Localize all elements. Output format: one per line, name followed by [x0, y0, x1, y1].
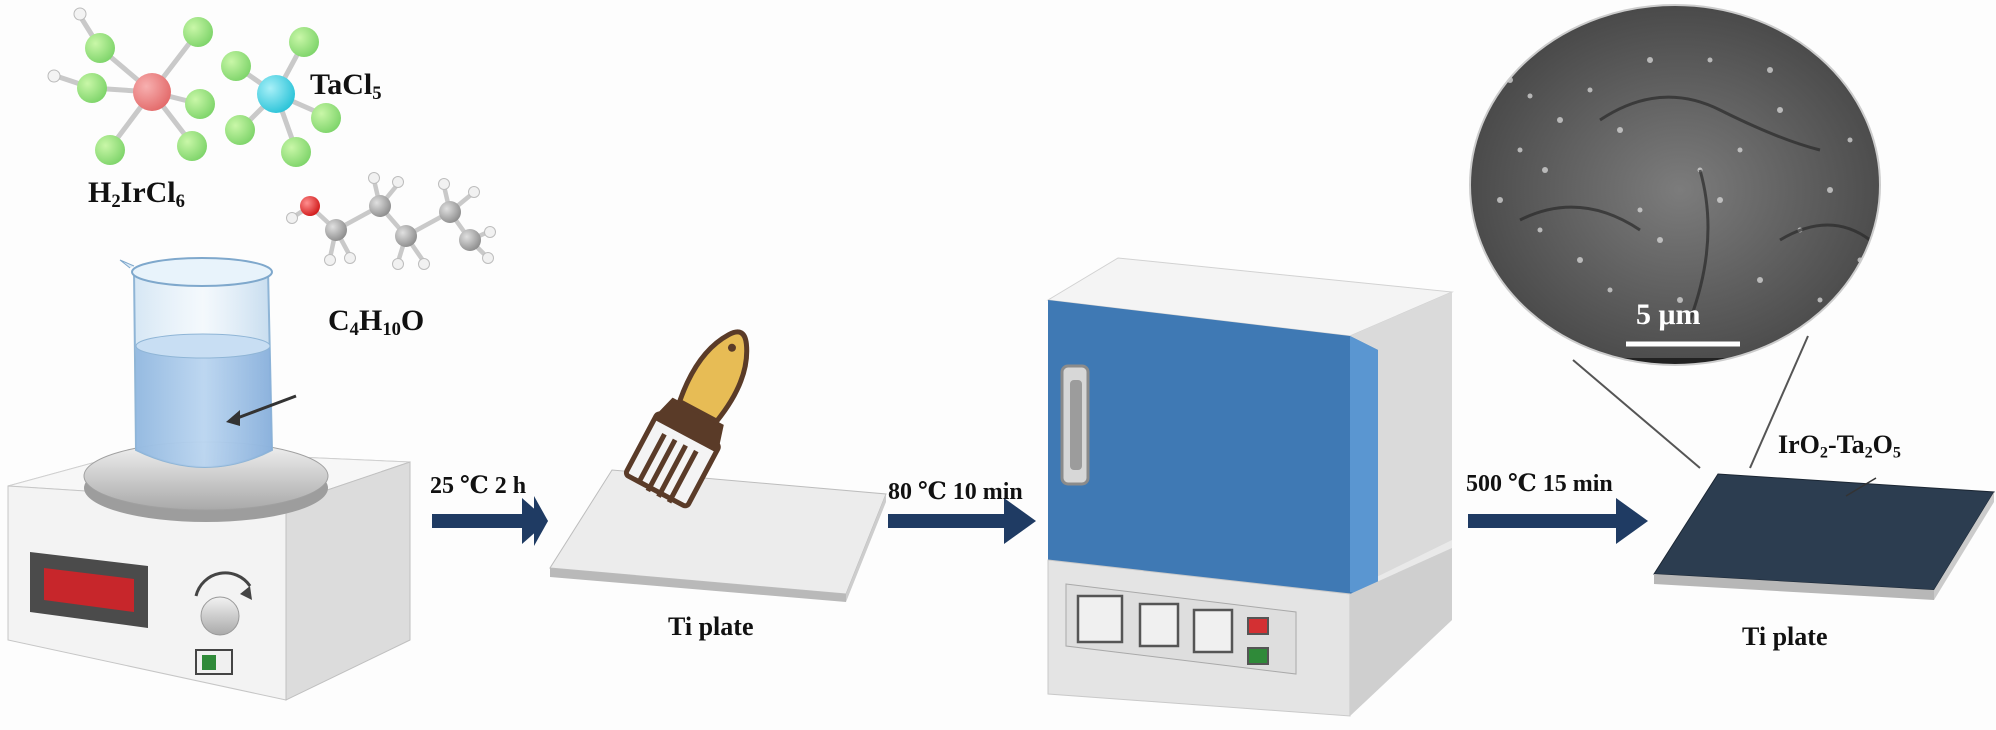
brush-icon [623, 329, 750, 509]
ti-plate-coated [1653, 473, 1995, 600]
arrow-step-3 [1468, 498, 1648, 544]
label-step-dry: 80 ℃ 10 min [888, 479, 1023, 505]
label-h2ircl6: H2IrCl6 [88, 176, 185, 213]
h2ircl6-molecule [47, 7, 215, 165]
arrow-step-1 [432, 496, 548, 546]
furnace-control-panel [1065, 583, 1297, 675]
butanol-molecule [286, 172, 496, 270]
label-tacl5: TaCl5 [310, 68, 382, 105]
ti-plate-uncoated [549, 469, 887, 602]
sem-micrograph [1469, 4, 1881, 469]
label-coating: IrO2-Ta2O5 [1778, 430, 1901, 462]
tacl5-molecule [221, 27, 341, 167]
stirrer-display [30, 552, 148, 628]
label-step-anneal: 500 ℃ 15 min [1466, 471, 1613, 497]
magnetic-stirrer [7, 441, 411, 701]
label-ti-plate-uncoated: Ti plate [668, 612, 754, 641]
stirrer-knob [194, 571, 252, 636]
label-c4h10o: C4H10O [328, 304, 425, 341]
label-sem-scale: 5 μm [1636, 298, 1701, 331]
arrow-step-2 [888, 498, 1036, 544]
beaker [119, 257, 297, 468]
stirrer-switch [195, 649, 233, 675]
muffle-furnace [1046, 257, 1454, 717]
label-ti-plate-coated: Ti plate [1742, 622, 1828, 651]
label-step-stir: 25 ℃ 2 h [430, 473, 527, 499]
